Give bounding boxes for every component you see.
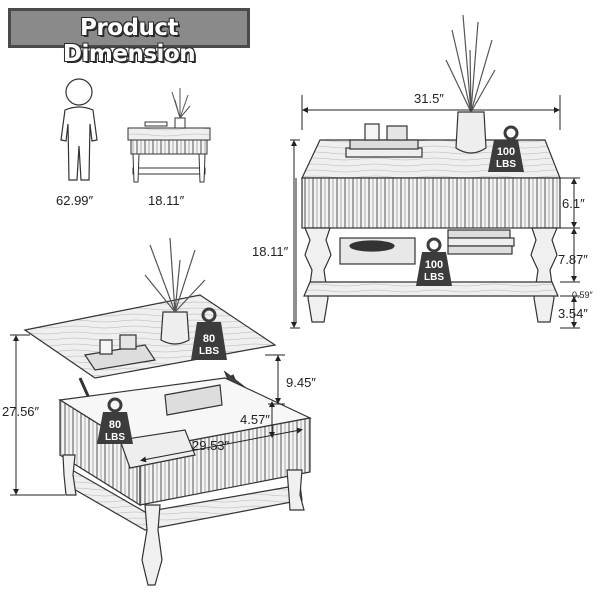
weight-badge-shelf-100: 100 LBS <box>416 237 452 286</box>
weight-unit: LBS <box>105 432 125 443</box>
lift-view-dimension-lines <box>10 334 303 496</box>
drawer-height-label: 6.1″ <box>562 196 585 211</box>
weight-value: 100 <box>497 146 515 158</box>
weight-value: 80 <box>203 333 215 345</box>
small-table-figure <box>127 88 211 183</box>
storage-depth-label: 4.57″ <box>240 412 270 427</box>
small-table-height-label: 18.11″ <box>148 193 185 208</box>
weight-badge-top-100: 100 LBS <box>488 125 524 172</box>
shelf-gap-label: 7.87″ <box>558 252 588 267</box>
weight-badge-top-80: 80 LBS <box>191 307 227 360</box>
shelf-thickness-label: 0.59″ <box>572 290 593 300</box>
weight-value: 100 <box>425 259 443 271</box>
weight-value: 80 <box>109 419 121 431</box>
leg-height-label: 3.54″ <box>558 306 588 321</box>
lift-rise-label: 9.45″ <box>286 375 316 390</box>
storage-width-label: 29.53″ <box>192 438 230 453</box>
weight-unit: LBS <box>199 346 219 357</box>
title-banner: Product Dimension <box>8 8 250 67</box>
weight-unit: LBS <box>424 272 444 283</box>
person-height-label: 62.99″ <box>56 193 94 208</box>
front-height-label: 18.11″ <box>252 244 289 259</box>
lifted-height-label: 27.56″ <box>2 404 40 419</box>
person-figure <box>60 78 98 181</box>
front-view-dimension-lines <box>290 95 580 329</box>
page-title: Product Dimension <box>62 15 196 67</box>
weight-unit: LBS <box>496 159 516 170</box>
front-width-label: 31.5″ <box>414 91 444 106</box>
weight-badge-storage-80: 80 LBS <box>97 397 133 444</box>
